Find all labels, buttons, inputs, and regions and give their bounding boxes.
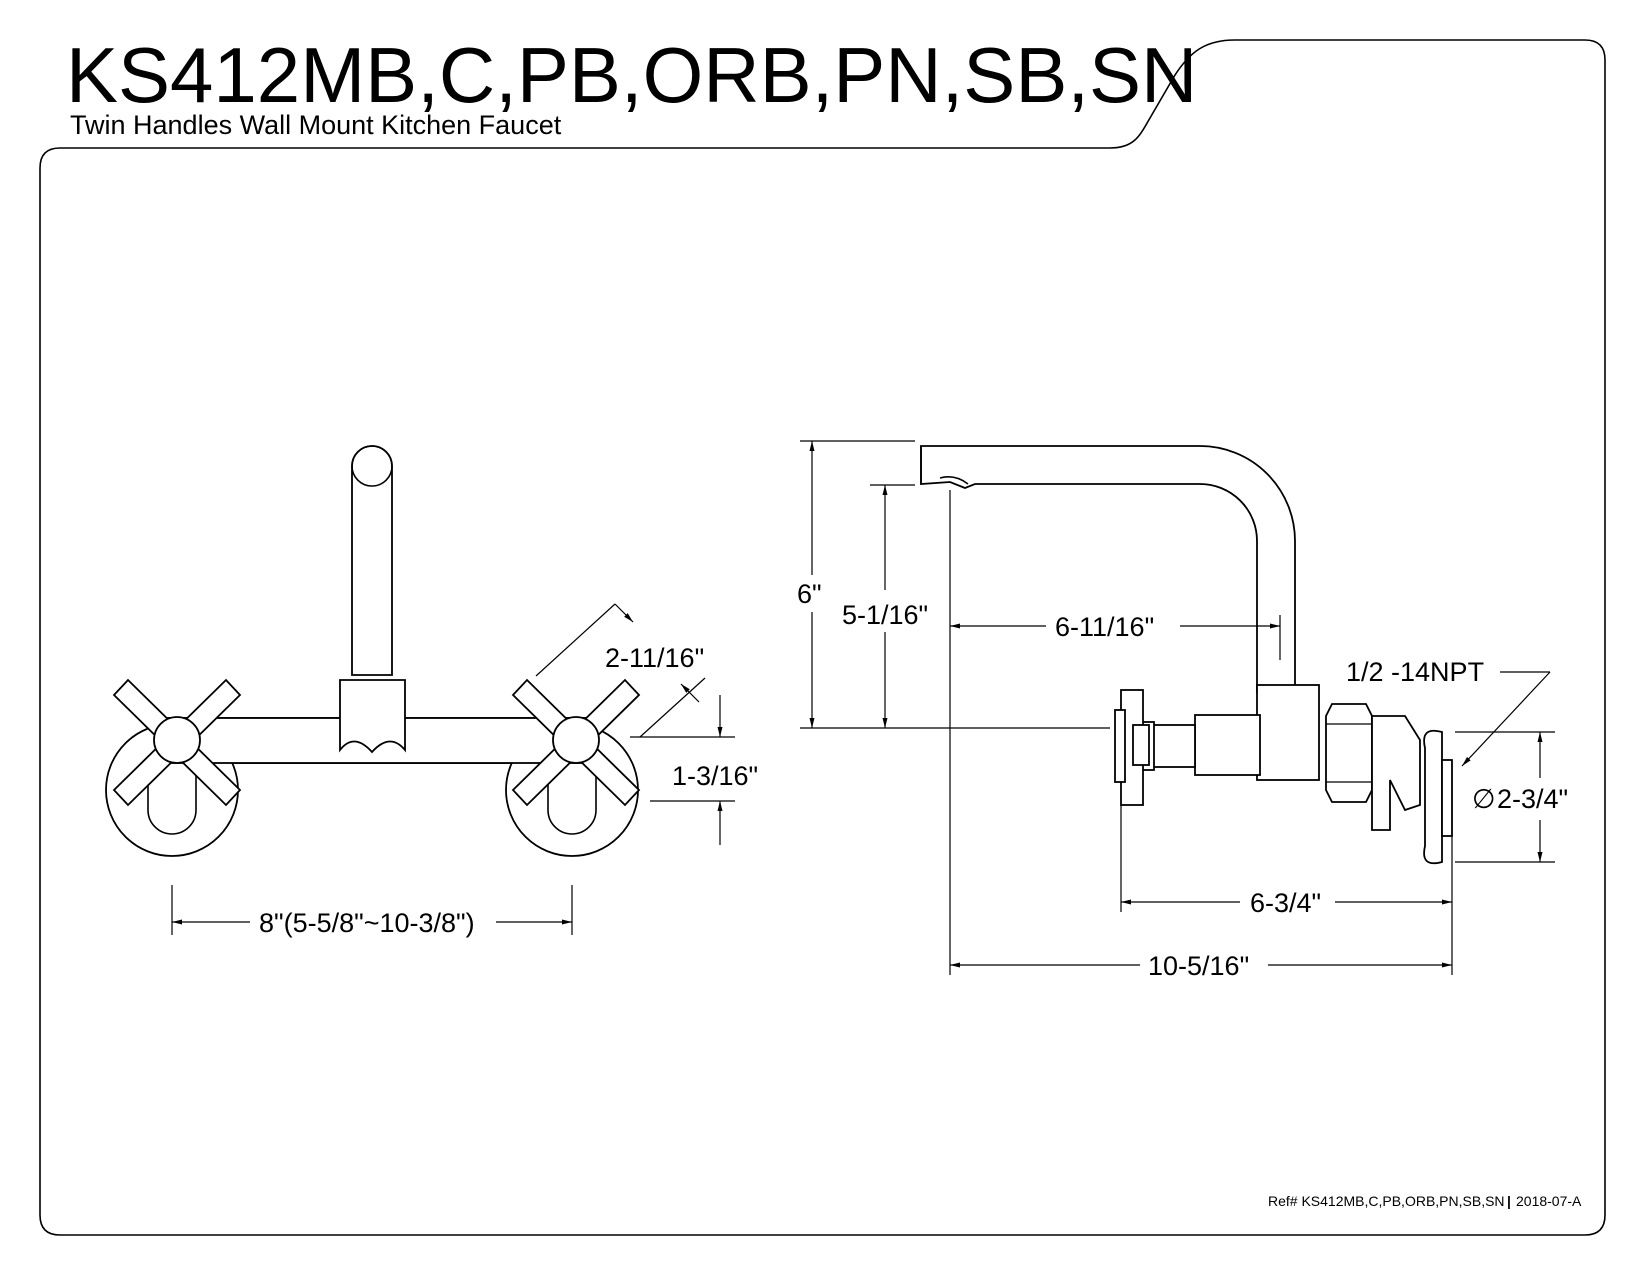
front-view: 2-11/16" 1-3/16" 8"(5-5/8"~10-3/8") (105, 445, 758, 938)
footer-ref: Ref# KS412MB,C,PB,ORB,PN,SB,SN | 2018-07… (1268, 1193, 1582, 1209)
footer-separator: | (1507, 1193, 1511, 1209)
dim-center-spread: 8"(5-5/8"~10-3/8") (259, 908, 475, 938)
wall-flange (1423, 729, 1443, 865)
dim-spout-height: 5-1/16" (842, 600, 928, 630)
spout (920, 445, 1296, 693)
sheet-frame (39, 39, 1606, 1236)
footer-revision: 2018-07-A (1516, 1193, 1582, 1209)
dim-body-length: 6-3/4" (1250, 888, 1321, 918)
hex-nut (1325, 703, 1373, 803)
page-subtitle: Twin Handles Wall Mount Kitchen Faucet (70, 110, 562, 140)
dim-handle-reach: 2-11/16" (605, 643, 704, 673)
footer-ref-text: Ref# KS412MB,C,PB,ORB,PN,SB,SN (1268, 1193, 1505, 1209)
dim-spout-reach: 6-11/16" (1055, 612, 1154, 642)
dim-total-height: 6" (797, 579, 822, 609)
wall-connector (1371, 715, 1421, 831)
left-cross-handle (112, 678, 242, 807)
center-hub (339, 679, 406, 754)
dim-flange-diameter: 2-3/4" (1497, 784, 1568, 814)
right-cross-handle (511, 678, 641, 807)
valve-stem (1149, 724, 1196, 768)
side-view: 6" 5-1/16" 6-11/16" 1/2 -14NPT ∅ 2-3/4" … (797, 440, 1568, 981)
dim-overall-length: 10-5/16" (1148, 951, 1249, 981)
dim-handle-height: 1-3/16" (672, 761, 758, 791)
dim-thread: 1/2 -14NPT (1346, 657, 1484, 687)
diameter-symbol: ∅ (1472, 784, 1496, 814)
page-title: KS412MB,C,PB,ORB,PN,SB,SN (66, 31, 1197, 119)
valve-body (1194, 714, 1261, 776)
spout-swivel-nut (1256, 684, 1320, 781)
